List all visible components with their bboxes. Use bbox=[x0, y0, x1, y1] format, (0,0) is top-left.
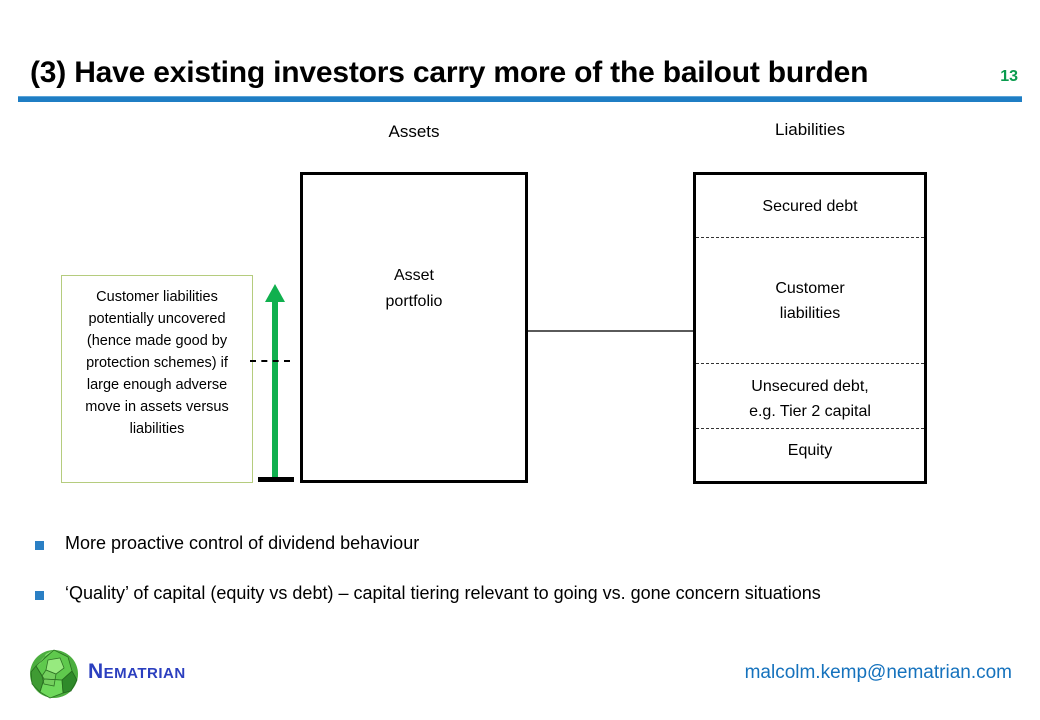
bullet-square-icon bbox=[35, 591, 44, 600]
liability-segment-unsecured-line-1: Unsecured debt, bbox=[751, 378, 869, 395]
liability-segment-equity: Equity bbox=[696, 439, 924, 464]
bullet-item-1-text: More proactive control of dividend behav… bbox=[65, 533, 420, 553]
liability-segment-equity-label: Equity bbox=[787, 442, 833, 459]
asset-portfolio-line-2: portfolio bbox=[385, 293, 443, 311]
assets-box: Asset portfolio bbox=[300, 172, 528, 483]
liability-segment-customer-liabilities: Customer liabilities bbox=[696, 277, 924, 327]
shortfall-dashed-marker bbox=[250, 360, 290, 362]
liability-segment-customer-line-2: liabilities bbox=[779, 304, 841, 322]
page-title: (3) Have existing investors carry more o… bbox=[30, 56, 869, 89]
nematrian-logo-icon bbox=[28, 648, 80, 700]
arrow-baseline-marker bbox=[258, 477, 294, 482]
green-up-arrow-shaft-icon bbox=[272, 298, 278, 477]
footer-brand-name: Nematrian bbox=[88, 660, 186, 683]
bullet-item-2: ‘Quality’ of capital (equity vs debt) – … bbox=[35, 583, 821, 604]
liabilities-heading: Liabilities bbox=[775, 120, 845, 139]
callout-box: Customer liabilities potentially uncover… bbox=[61, 275, 253, 483]
liability-segment-customer-line-1: Customer bbox=[775, 280, 845, 297]
assets-heading: Assets bbox=[388, 122, 440, 141]
title-underline-rule bbox=[18, 96, 1022, 102]
liability-segment-unsecured-line-2: e.g. Tier 2 capital bbox=[749, 402, 871, 420]
footer-email-link[interactable]: malcolm.kemp@nematrian.com bbox=[744, 662, 1012, 683]
liability-segment-unsecured-debt: Unsecured debt, e.g. Tier 2 capital bbox=[696, 375, 924, 425]
liability-divider-1 bbox=[696, 237, 924, 238]
bullet-item-2-text: ‘Quality’ of capital (equity vs debt) – … bbox=[65, 583, 821, 603]
assets-liabilities-connector-line bbox=[528, 330, 693, 332]
asset-portfolio-line-1: Asset bbox=[393, 267, 434, 284]
liability-divider-2 bbox=[696, 363, 924, 364]
green-up-arrow-head-icon bbox=[265, 284, 285, 302]
liability-segment-secured-debt: Secured debt bbox=[696, 195, 924, 220]
liability-divider-3 bbox=[696, 428, 924, 429]
bullet-item-1: More proactive control of dividend behav… bbox=[35, 533, 419, 554]
page-number: 13 bbox=[1000, 68, 1018, 85]
liability-segment-secured-debt-label: Secured debt bbox=[762, 198, 858, 215]
callout-text: Customer liabilities potentially uncover… bbox=[85, 289, 229, 438]
bullet-square-icon bbox=[35, 541, 44, 550]
liabilities-box: Secured debt Customer liabilities Unsecu… bbox=[693, 172, 927, 484]
asset-portfolio-label: Asset portfolio bbox=[303, 263, 525, 316]
